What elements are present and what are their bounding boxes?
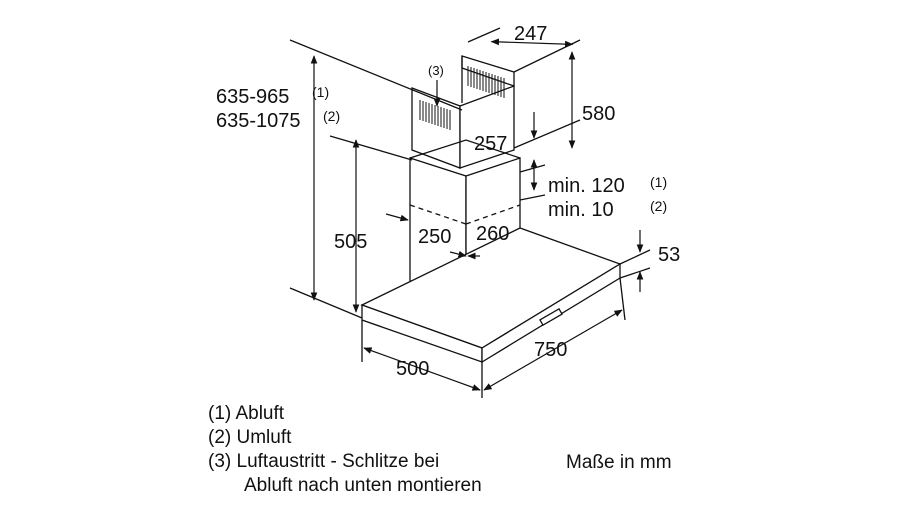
total-height-abluft-note: (1) <box>312 84 329 100</box>
min-clearance-abluft-note: (1) <box>650 174 667 190</box>
total-height-umluft-label: 635-1075 <box>216 110 301 132</box>
legend-item-umluft: (2) Umluft <box>208 427 292 448</box>
upper-chimney <box>411 55 515 169</box>
total-height-abluft-label: 635-965 <box>216 86 289 108</box>
canopy <box>360 227 622 364</box>
lower-chimney-width-label: 250 <box>418 226 451 248</box>
canopy-thickness-label: 53 <box>658 244 680 266</box>
vent-slots-callout: (3) <box>428 63 444 78</box>
upper-chimney-width-label: 247 <box>514 23 547 45</box>
min-clearance-abluft-label: min. 120 <box>548 175 625 197</box>
lower-chimney-depth-label: 260 <box>476 223 509 245</box>
upper-chimney-depth-label: 257 <box>474 133 507 155</box>
min-clearance-umluft-label: min. 10 <box>548 199 614 221</box>
legend-item-vent-slots-continued: Abluft nach unten montieren <box>244 475 482 496</box>
hood-depth-label: 500 <box>396 358 429 380</box>
hood-width-label: 750 <box>534 339 567 361</box>
dimension-lines <box>310 38 644 391</box>
upper-chimney-height-label: 580 <box>582 103 615 125</box>
vent-slots <box>419 66 505 130</box>
units-note: Maße in mm <box>566 452 672 473</box>
legend-item-vent-slots: (3) Luftaustritt - Schlitze bei <box>208 451 440 472</box>
min-clearance-umluft-note: (2) <box>650 198 667 214</box>
total-height-umluft-note: (2) <box>323 108 340 124</box>
legend: (1) Abluft (2) Umluft (3) Luftaustritt -… <box>208 402 482 498</box>
lower-chimney-height-label: 505 <box>334 231 367 253</box>
legend-item-abluft: (1) Abluft <box>208 403 285 424</box>
